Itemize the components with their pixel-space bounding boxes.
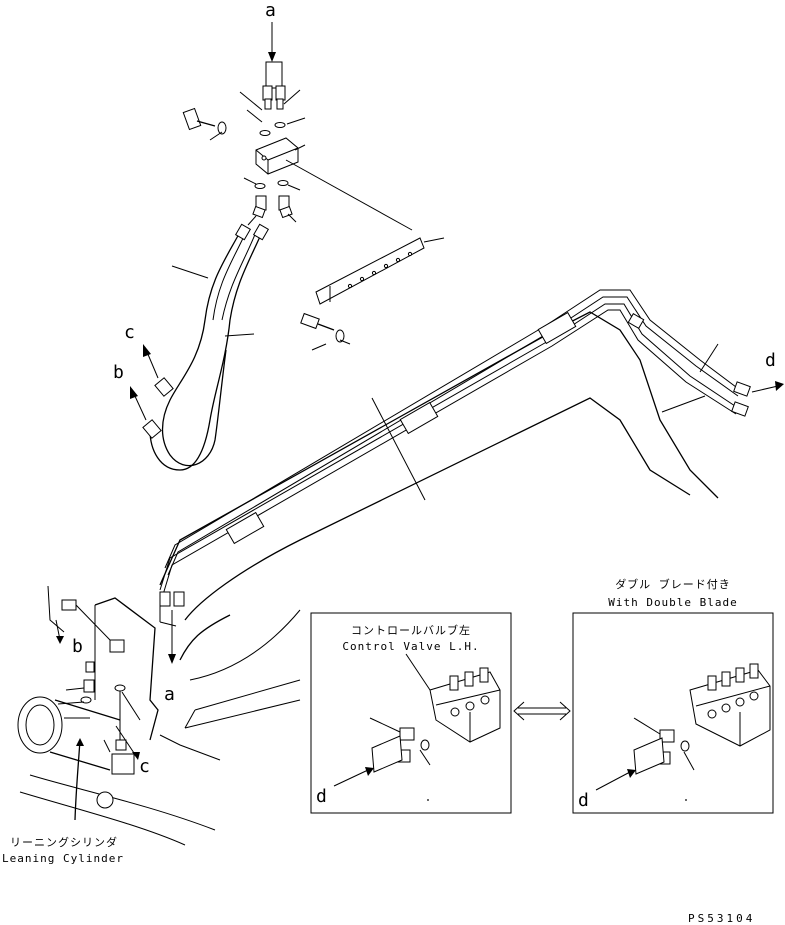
leaning-cylinder-area <box>17 585 221 846</box>
label-b-upper: b <box>113 362 124 383</box>
label-b-lower: b <box>72 636 83 657</box>
inset-double-blade-title-en: With Double Blade <box>608 596 738 609</box>
label-d-inset-1: d <box>316 786 327 807</box>
mounting-bracket <box>300 237 445 351</box>
double-arrow <box>513 701 571 721</box>
inset-control-valve: コントロールバルブ左 Control Valve L.H. d <box>310 612 512 814</box>
inset-double-blade: ダブル ブレード付き With Double Blade d <box>572 577 774 814</box>
inset-double-blade-title-jp: ダブル ブレード付き <box>615 577 731 591</box>
label-d-inset-2: d <box>578 790 589 811</box>
inset-control-valve-title-jp: コントロールバルブ左 <box>351 623 471 637</box>
leaning-cylinder-title-jp: リーニングシリンダ <box>10 835 118 849</box>
label-c-upper: c <box>124 322 135 343</box>
label-c-lower: c <box>139 756 150 777</box>
leaning-cylinder-title-en: Leaning Cylinder <box>2 852 124 865</box>
inset-control-valve-title-en: Control Valve L.H. <box>342 640 479 653</box>
top-fitting-assembly <box>182 22 413 231</box>
label-a-top: a <box>265 0 276 21</box>
hose-assembly <box>130 223 270 471</box>
drawing-code: PS53104 <box>688 912 755 925</box>
boom-and-pipes <box>159 289 784 729</box>
label-a-bottom: a <box>164 684 175 705</box>
label-d-right: d <box>765 350 776 371</box>
